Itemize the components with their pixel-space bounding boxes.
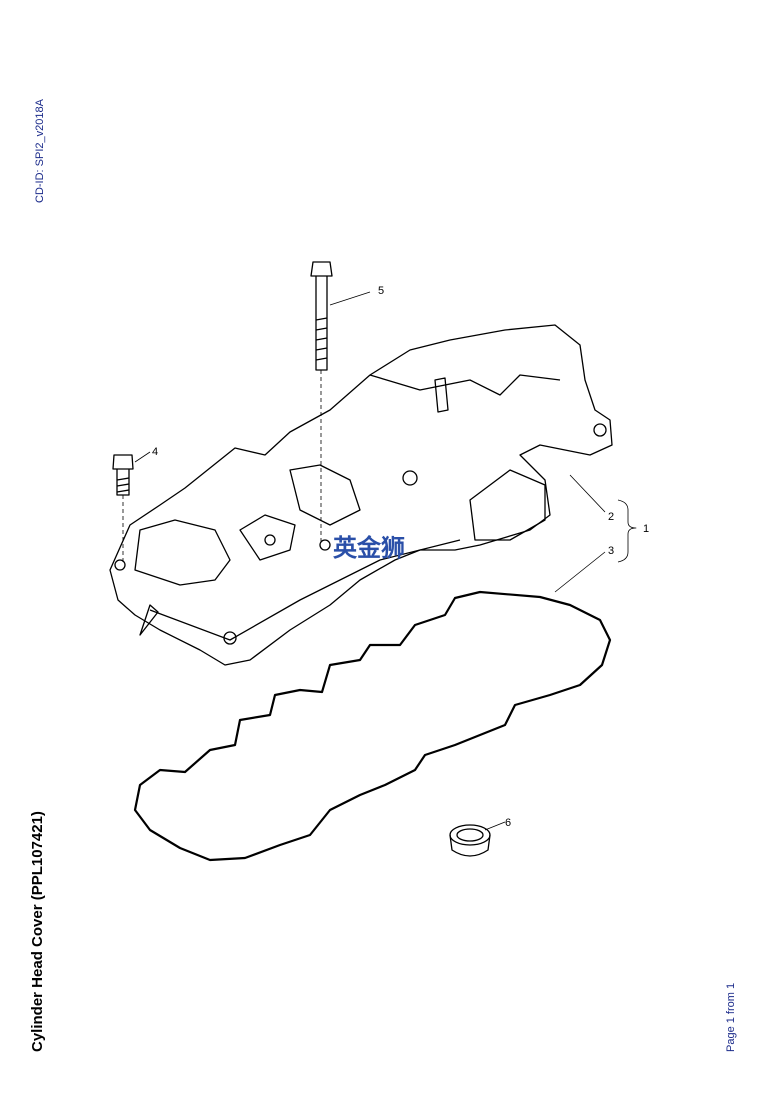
callout-5: 5 (378, 285, 384, 297)
watermark-logo: 英金狮 (333, 534, 405, 562)
gasket (133, 590, 612, 862)
callout-2: 2 (608, 511, 614, 523)
callout-6: 6 (505, 817, 511, 829)
bolt-4 (112, 454, 134, 565)
callout-3: 3 (608, 545, 614, 557)
callout-4: 4 (152, 446, 158, 458)
seal-ring-6 (449, 824, 491, 857)
bolt-5 (310, 261, 333, 545)
callout-1: 1 (643, 523, 649, 535)
cylinder-head-cover (109, 324, 613, 666)
